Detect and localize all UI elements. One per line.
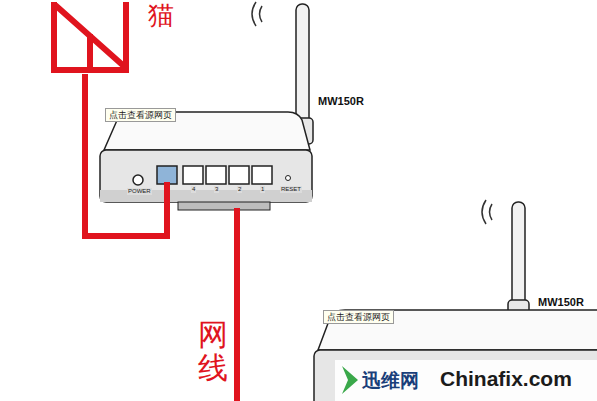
modem-outline — [50, 2, 130, 74]
cable-label: 网线 — [198, 318, 228, 384]
port-number: 2 — [237, 186, 242, 193]
port-number: 3 — [214, 186, 219, 193]
network-cable — [85, 74, 167, 236]
modem-box: 猫 — [50, 2, 130, 74]
source-tag: 点击查看源网页 — [105, 108, 176, 122]
reset-label: RESET — [280, 186, 302, 193]
port-number: 1 — [260, 186, 265, 193]
watermark: 迅维网 — [362, 368, 419, 394]
source-tag: 点击查看源网页 — [323, 310, 394, 324]
port-number: 4 — [191, 186, 196, 193]
power-label: POWER — [127, 188, 152, 195]
model-label: MW150R — [538, 296, 584, 308]
modem-label: 猫 — [148, 2, 174, 28]
model-label: MW150R — [318, 95, 364, 107]
watermark: Chinafix.com — [440, 367, 572, 391]
